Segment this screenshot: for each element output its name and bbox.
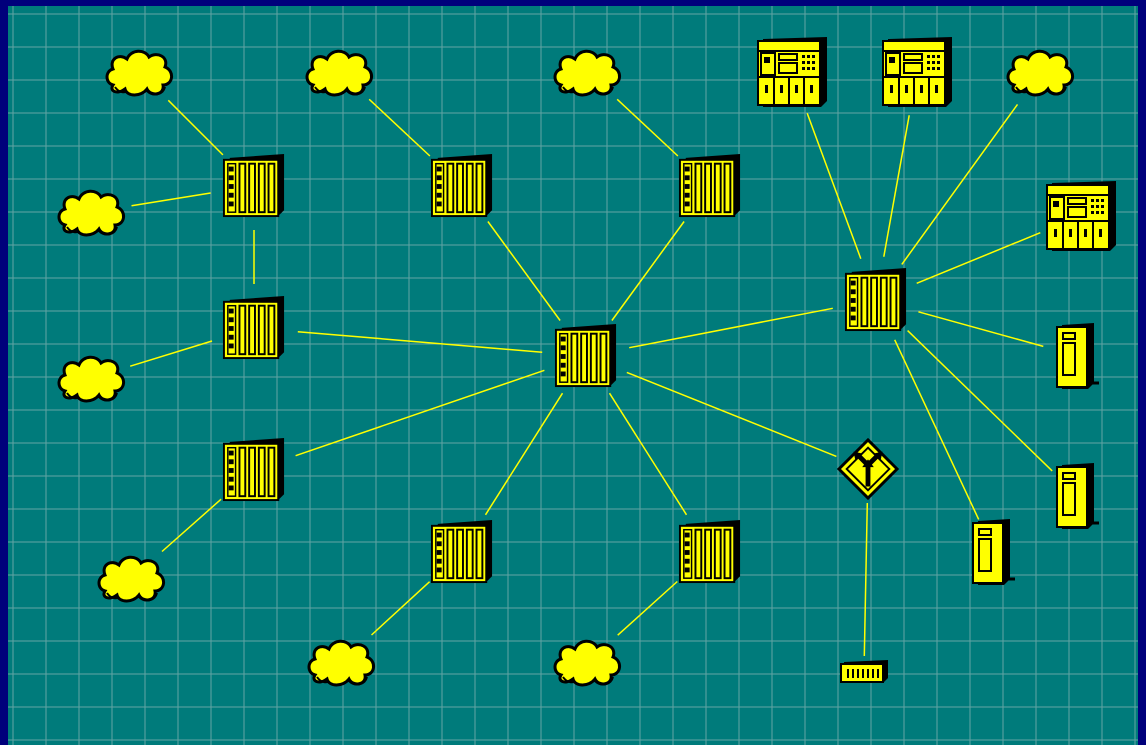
cloud-6-cloud-network-icon[interactable] bbox=[99, 557, 164, 601]
terminal-1-small-terminal-icon[interactable] bbox=[841, 660, 888, 682]
hub-4-hub-chassis-icon[interactable] bbox=[846, 268, 906, 330]
tower-2-tower-server-icon[interactable] bbox=[1057, 463, 1099, 529]
link-hub-4-tower-2 bbox=[908, 331, 1053, 471]
link-cloud-4-hub-1 bbox=[132, 193, 211, 206]
cloud-3-cloud-network-icon[interactable] bbox=[555, 51, 620, 95]
link-cloud-5-hub-2 bbox=[130, 341, 212, 366]
link-mainframe-1-hub-4 bbox=[807, 113, 861, 258]
router-1-router-diamond-icon[interactable] bbox=[839, 440, 897, 498]
hub-1-hub-chassis-icon[interactable] bbox=[224, 154, 284, 216]
hub-2-hub-chassis-icon[interactable] bbox=[224, 296, 284, 358]
network-diagram bbox=[8, 6, 1138, 745]
link-mainframe-2-hub-4 bbox=[884, 115, 909, 256]
link-cloud-2-hub-6 bbox=[369, 99, 430, 156]
cloud-2-cloud-network-icon[interactable] bbox=[307, 51, 372, 95]
link-hub-5-hub-8 bbox=[486, 393, 563, 515]
cloud-4-cloud-network-icon[interactable] bbox=[59, 191, 124, 235]
hub-5-hub-chassis-icon[interactable] bbox=[556, 324, 616, 386]
cloud-1-cloud-network-icon[interactable] bbox=[107, 51, 172, 95]
link-hub-6-hub-5 bbox=[488, 222, 560, 321]
link-hub-2-hub-5 bbox=[298, 332, 542, 353]
link-cloud-6-hub-3 bbox=[162, 499, 221, 551]
cloud-5-cloud-network-icon[interactable] bbox=[59, 357, 124, 401]
cloud-9-cloud-network-icon[interactable] bbox=[555, 641, 620, 685]
link-hub-5-hub-9 bbox=[610, 393, 687, 515]
hub-7-hub-chassis-icon[interactable] bbox=[680, 154, 740, 216]
link-cloud-3-hub-7 bbox=[617, 99, 678, 156]
mainframe-3-mainframe-cabinet-icon[interactable] bbox=[1047, 181, 1116, 251]
tower-3-tower-server-icon[interactable] bbox=[973, 519, 1015, 585]
link-mainframe-3-hub-4 bbox=[917, 233, 1041, 284]
hub-6-hub-chassis-icon[interactable] bbox=[432, 154, 492, 216]
cloud-8-cloud-network-icon[interactable] bbox=[309, 641, 374, 685]
hub-9-hub-chassis-icon[interactable] bbox=[680, 520, 740, 582]
link-hub-5-hub-4 bbox=[629, 308, 833, 347]
cloud-7-cloud-network-icon[interactable] bbox=[1008, 51, 1073, 95]
tower-1-tower-server-icon[interactable] bbox=[1057, 323, 1099, 389]
hub-8-hub-chassis-icon[interactable] bbox=[432, 520, 492, 582]
network-nodes bbox=[59, 37, 1116, 685]
link-cloud-7-hub-4 bbox=[902, 104, 1018, 264]
hub-3-hub-chassis-icon[interactable] bbox=[224, 438, 284, 500]
link-router-1-terminal-1 bbox=[864, 503, 867, 656]
mainframe-1-mainframe-cabinet-icon[interactable] bbox=[758, 37, 827, 107]
link-cloud-1-hub-1 bbox=[168, 100, 223, 155]
mainframe-2-mainframe-cabinet-icon[interactable] bbox=[883, 37, 952, 107]
network-topology-canvas bbox=[8, 6, 1138, 745]
